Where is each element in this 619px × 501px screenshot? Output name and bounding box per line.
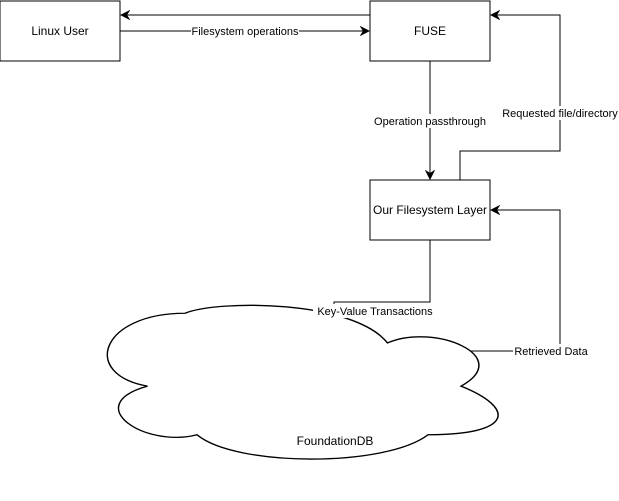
linux-user-label: Linux User <box>31 24 88 38</box>
linux-user-box <box>0 0 121 62</box>
filesystem-layer-label: Our Filesystem Layer <box>373 203 487 217</box>
fuse-label: FUSE <box>414 24 446 38</box>
filesystem-operations-label: Filesystem operations <box>192 26 299 38</box>
edge-requested-file-directory <box>459 15 561 180</box>
operation-passthrough-label-bg <box>372 114 488 128</box>
foundationdb-label: FoundationDB <box>297 434 374 448</box>
key-value-transactions-label: Key-Value Transactions <box>317 306 433 318</box>
foundationdb-cloud <box>106 304 499 460</box>
filesystem-layer-box <box>369 179 491 241</box>
key-value-transactions-label-bg <box>313 304 435 318</box>
requested-file-directory-label-bg <box>497 106 619 120</box>
requested-file-directory-label: Requested file/directory <box>502 108 618 120</box>
retrieved-data-label: Retrieved Data <box>514 346 588 358</box>
retrieved-data-label-bg <box>513 344 588 358</box>
operation-passthrough-label: Operation passthrough <box>374 116 486 128</box>
filesystem-operations-label-bg <box>191 24 299 38</box>
fuse-box <box>369 0 491 62</box>
